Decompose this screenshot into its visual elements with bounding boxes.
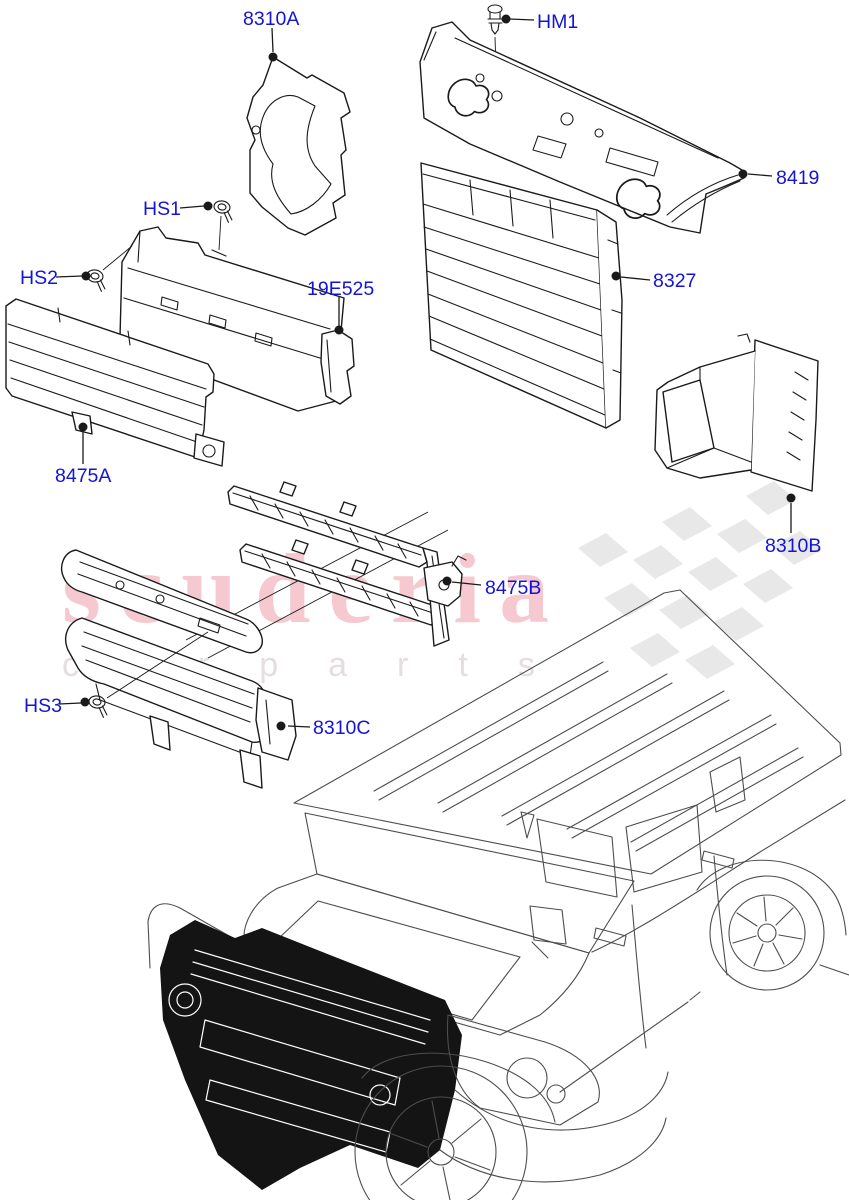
leader-8327 [611, 271, 651, 281]
vehicle-front-wheel [354, 1052, 556, 1200]
leader-8475b [442, 576, 482, 586]
part-label-8475a[interactable]: 8475A [55, 465, 111, 487]
leader-8310c [276, 721, 311, 731]
vehicle-headlight [446, 1014, 600, 1126]
part-label-hs1[interactable]: HS1 [143, 198, 181, 220]
vehicle-illustration [147, 589, 849, 1200]
vehicle-roof [293, 589, 842, 875]
leader-hs2 [55, 245, 133, 281]
part-drawing-8419 [419, 21, 745, 234]
part-label-hm1[interactable]: HM1 [537, 11, 578, 33]
vehicle-rear-wheel [696, 859, 847, 991]
leader-8310a [268, 27, 278, 62]
part-drawing-8327 [420, 162, 623, 429]
leader-19e525 [334, 297, 344, 335]
part-drawing-8475a [5, 298, 225, 467]
leader-8419 [738, 169, 773, 179]
part-drawing-19e525 [320, 329, 355, 405]
part-drawing-8475b [227, 481, 467, 647]
part-label-hs2[interactable]: HS2 [20, 267, 58, 289]
leader-hs1 [179, 201, 222, 251]
vehicle-windshield [304, 812, 635, 954]
part-label-8327[interactable]: 8327 [653, 270, 696, 292]
vehicle-side-mirror [529, 905, 567, 959]
louver-actuator [423, 561, 463, 607]
part-label-hs3[interactable]: HS3 [24, 695, 62, 717]
part-label-8310a[interactable]: 8310A [243, 8, 299, 30]
part-label-19e525[interactable]: 19E525 [307, 278, 374, 300]
part-drawing-8310a [246, 56, 351, 236]
vehicle-front-grille-area [160, 920, 462, 1190]
vehicle-door-handle-rear [701, 850, 735, 869]
part-label-8475b[interactable]: 8475B [485, 577, 541, 599]
hs3-screw-icon [88, 695, 108, 718]
hs1-screw-icon [213, 200, 233, 223]
leader-hm1 [501, 14, 535, 24]
part-drawing-8310b [654, 333, 819, 492]
checkered-flag-watermark [578, 481, 822, 679]
vehicle-beltline [591, 799, 846, 953]
leader-8310b [786, 493, 796, 533]
part-label-8310c[interactable]: 8310C [313, 717, 370, 739]
leader-hs3 [58, 631, 209, 707]
vehicle-door-handle-front [593, 927, 627, 947]
leader-8475a [78, 422, 88, 464]
part-label-8310b[interactable]: 8310B [765, 535, 821, 557]
part-label-8419[interactable]: 8419 [776, 167, 819, 189]
part-drawing-8310c [60, 549, 297, 789]
